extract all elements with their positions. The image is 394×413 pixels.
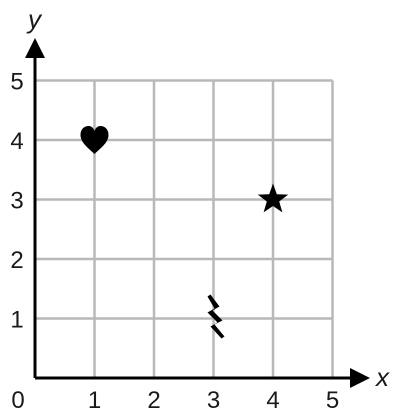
heart-icon [80, 126, 109, 154]
tick-labels: 0 1 2 3 4 5 1 2 3 4 5 [10, 69, 339, 413]
x-tick-label: 0 [11, 387, 24, 413]
grid [35, 79, 334, 378]
y-tick-label: 5 [10, 69, 23, 96]
y-tick-label: 3 [10, 188, 23, 215]
data-marks [80, 126, 289, 339]
y-tick-label: 2 [10, 247, 23, 274]
x-tick-label: 4 [266, 387, 279, 413]
x-tick-label: 1 [88, 387, 101, 413]
x-tick-label: 3 [207, 387, 220, 413]
y-tick-label: 4 [10, 128, 23, 155]
axes: x y [25, 4, 390, 392]
star-icon [257, 183, 289, 213]
y-tick-label: 1 [10, 307, 23, 334]
y-axis-label: y [26, 4, 43, 34]
x-tick-label: 2 [147, 387, 160, 413]
x-tick-label: 5 [326, 387, 339, 413]
x-axis-arrow-icon [350, 368, 370, 388]
y-axis-arrow-icon [25, 38, 45, 58]
x-axis-label: x [374, 362, 390, 392]
lightning-bolt-icon [207, 294, 225, 339]
